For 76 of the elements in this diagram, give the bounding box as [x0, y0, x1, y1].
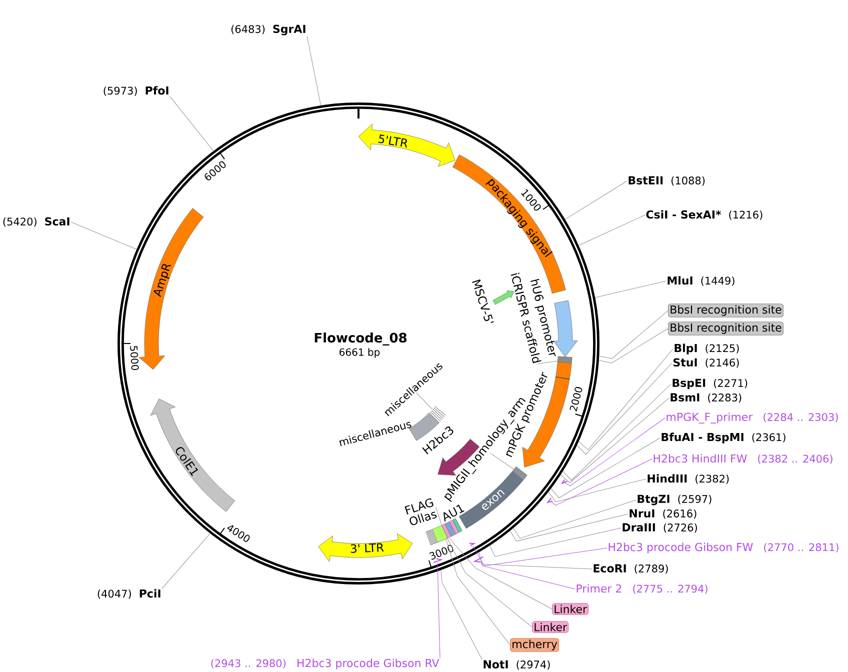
leader-line	[598, 328, 668, 364]
primer-label: mPGK_F_primer (2284 .. 2303)	[666, 412, 838, 424]
leader-line	[548, 478, 646, 502]
leader-line	[578, 214, 646, 246]
site-label: (5420) ScaI	[3, 217, 70, 227]
leader-line	[550, 438, 660, 498]
feature-tag: mcherry	[510, 638, 560, 652]
leader-line	[595, 280, 666, 298]
leader-line	[162, 533, 210, 589]
site-label: BsmI (2283)	[670, 393, 742, 403]
site-label: (5973) PfoI	[104, 86, 168, 96]
leader-line	[448, 538, 552, 610]
leader-line	[490, 452, 514, 470]
primer-label: H2bc3 procode Gibson FW (2770 .. 2811)	[608, 542, 838, 554]
primer-mark	[546, 498, 554, 504]
leader-line	[440, 570, 482, 660]
primer-mark	[468, 542, 476, 546]
site-label: StuI (2146)	[674, 358, 739, 368]
site-label: (4047) PciI	[98, 589, 160, 599]
feature-tag: Linker	[532, 621, 569, 633]
leader-line	[565, 180, 628, 220]
leader-line	[599, 310, 668, 359]
site-label: MluI (1449)	[668, 276, 734, 286]
primer-label: Primer 2 (2775 .. 2794)	[576, 584, 708, 594]
leader-line	[472, 546, 576, 590]
site-label: EcoRI (2789)	[594, 564, 668, 574]
feature-label: FLAG Ollas	[404, 498, 437, 526]
leader-line	[560, 398, 670, 483]
leader-line	[437, 562, 440, 658]
leader-line	[513, 500, 636, 539]
leader-line	[306, 36, 322, 106]
primer-mark	[433, 558, 444, 563]
leader-line	[510, 514, 628, 542]
leader-line	[490, 528, 622, 557]
feature-block: 5'LTR	[358, 124, 456, 167]
map-title: Flowcode_08	[314, 332, 407, 346]
primer-label: (2943 .. 2980) H2bc3 procode Gibson RV	[211, 658, 440, 670]
site-label: (6483) SgrAI	[231, 24, 306, 36]
site-label: BstEII (1088)	[628, 176, 705, 186]
feature-tag: BbsI recognition site	[668, 322, 784, 336]
leader-line	[550, 458, 652, 506]
site-label: BtgZI (2597)	[638, 494, 712, 506]
site-label: BfuAI - BspMI (2361)	[662, 432, 786, 444]
site-label: HindIII (2382)	[648, 474, 729, 484]
leader-line	[70, 222, 137, 250]
tick-label: 3000	[429, 544, 454, 560]
leader-line	[578, 348, 674, 450]
feature-block: 3' LTR	[318, 533, 413, 562]
site-label: BspEI (2271)	[672, 378, 748, 390]
leader-line	[170, 96, 214, 152]
feature-tag: BbsI recognition site	[668, 304, 784, 318]
site-label: NruI (2616)	[630, 509, 696, 519]
site-label: DraIII (2726)	[622, 523, 697, 533]
leader-line	[446, 538, 532, 628]
primer-label: H2bc3 HindIII FW (2382 .. 2406)	[654, 454, 832, 464]
feature-block: AmpR	[138, 208, 204, 370]
leader-line	[564, 418, 666, 486]
tick-label: 5000	[130, 346, 139, 370]
site-label: CsiI - SexAI* (1216)	[646, 210, 762, 220]
site-label: NotI (2974)	[484, 660, 550, 670]
sequence-length: 6661 bp	[340, 348, 380, 358]
feature-tag: Linker	[552, 603, 589, 615]
leader-line	[562, 384, 672, 481]
feature-band	[557, 356, 572, 364]
leader-line	[436, 506, 442, 526]
feature-band	[512, 466, 528, 480]
leader-line	[478, 552, 592, 570]
leader-line	[416, 392, 433, 410]
leader-line	[446, 538, 510, 646]
site-label: BlpI (2125)	[674, 344, 739, 354]
leader-line	[576, 362, 672, 455]
tick-label: 2000	[570, 387, 582, 412]
leader-line	[480, 548, 608, 566]
primer-mark	[560, 479, 568, 484]
primer-mark	[473, 556, 484, 562]
leader-line	[537, 360, 558, 364]
